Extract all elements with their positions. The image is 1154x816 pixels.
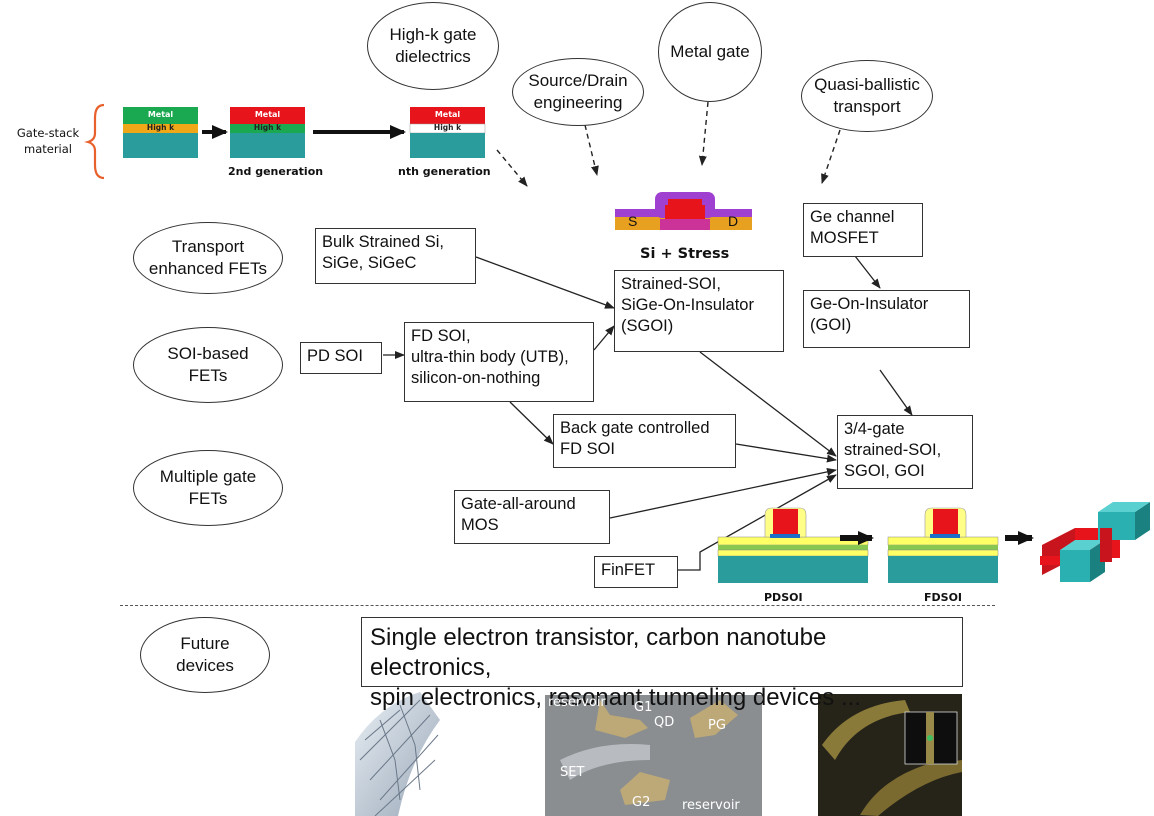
stress-device-graphic (615, 192, 752, 230)
gaa-to-34gate-arrow (609, 467, 837, 519)
genn-caption: nth generation (398, 165, 491, 178)
bubble-high-k: High-k gate dielectrics (367, 2, 499, 90)
bulk-to-strained-arrow (475, 256, 615, 309)
box-goi: Ge-On-Insulator (GOI) (803, 290, 970, 348)
gen2-highk-label: High k (253, 123, 282, 132)
gen1-highk-label: High k (146, 123, 175, 132)
goi-to-34gate-arrow (879, 369, 913, 416)
set-g1: G1 (634, 700, 653, 715)
ge-to-goi-arrow (854, 255, 881, 289)
gate-stack-label: Gate-stack material (16, 126, 80, 156)
set-reservoir-bottom: reservoir (682, 798, 740, 813)
strained-to-34gate-arrow (699, 351, 837, 457)
finfet-3d-graphic (1040, 502, 1150, 582)
box-strained-soi: Strained-SOI, SiGe-On-Insulator (SGOI) (614, 270, 784, 352)
box-back-gate: Back gate controlled FD SOI (553, 414, 736, 468)
genn-highk-label: High k (433, 123, 462, 132)
bubble-transport: Transport enhanced FETs (133, 222, 283, 294)
fdsoi-label: FDSOI (924, 591, 963, 604)
box-fd-soi: FD SOI, ultra-thin body (UTB), silicon-o… (404, 322, 594, 402)
box-bulk-strained: Bulk Strained Si, SiGe, SiGeC (315, 228, 476, 284)
bubble-source-drain: Source/Drain engineering (512, 58, 644, 126)
set-g2: G2 (632, 795, 651, 810)
fd-to-backgate-arrow (509, 401, 554, 445)
fd-to-strained-arrow (593, 325, 615, 351)
quasi-dashed-arrow (821, 129, 841, 184)
gate-stack-brace (84, 103, 105, 180)
stress-caption: Si + Stress (640, 246, 730, 262)
set-set: SET (560, 765, 585, 780)
set-pg: PG (708, 718, 726, 733)
box-three-four-gate: 3/4-gate strained-SOI, SGOI, GOI (837, 415, 973, 489)
highk-dashed-arrow (496, 149, 528, 187)
stress-d-label: D (728, 213, 739, 229)
bubble-future: Future devices (140, 617, 270, 693)
gen1-metal-label: Metal (147, 110, 174, 119)
fdsoi-device-graphic (887, 507, 999, 583)
gate-stack-gen2 (230, 107, 305, 158)
future-divider (120, 605, 995, 606)
gate-stack-gen1 (123, 107, 198, 158)
box-pd-soi: PD SOI (300, 342, 382, 374)
future-devices-text: Single electron transistor, carbon nanot… (361, 617, 963, 711)
bubble-multiple-gate: Multiple gate FETs (133, 450, 283, 526)
bubble-quasi-ballistic: Quasi-ballistic transport (801, 60, 933, 132)
bubble-metal-gate: Metal gate (658, 2, 762, 102)
backgate-to-34gate-arrow (735, 443, 837, 463)
nanotube-image (355, 692, 440, 816)
box-gaa: Gate-all-around MOS (454, 490, 610, 544)
gen2-caption: 2nd generation (228, 165, 324, 178)
set-reservoir-top: reservoir (548, 695, 606, 710)
stress-s-label: S (628, 213, 638, 229)
gate-stack-genn (409, 107, 486, 158)
set-qd: QD (654, 715, 675, 730)
box-finfet: FinFET (594, 556, 678, 588)
gen2-metal-label: Metal (254, 110, 281, 119)
sd-dashed-arrow (584, 124, 599, 176)
box-ge-channel: Ge channel MOSFET (803, 203, 923, 257)
genn-metal-label: Metal (434, 110, 461, 119)
pdsoi-label: PDSOI (764, 591, 803, 604)
pdsoi-device-graphic (717, 507, 869, 583)
bubble-soi-based: SOI-based FETs (133, 327, 283, 403)
metalgate-dashed-arrow (698, 101, 709, 166)
